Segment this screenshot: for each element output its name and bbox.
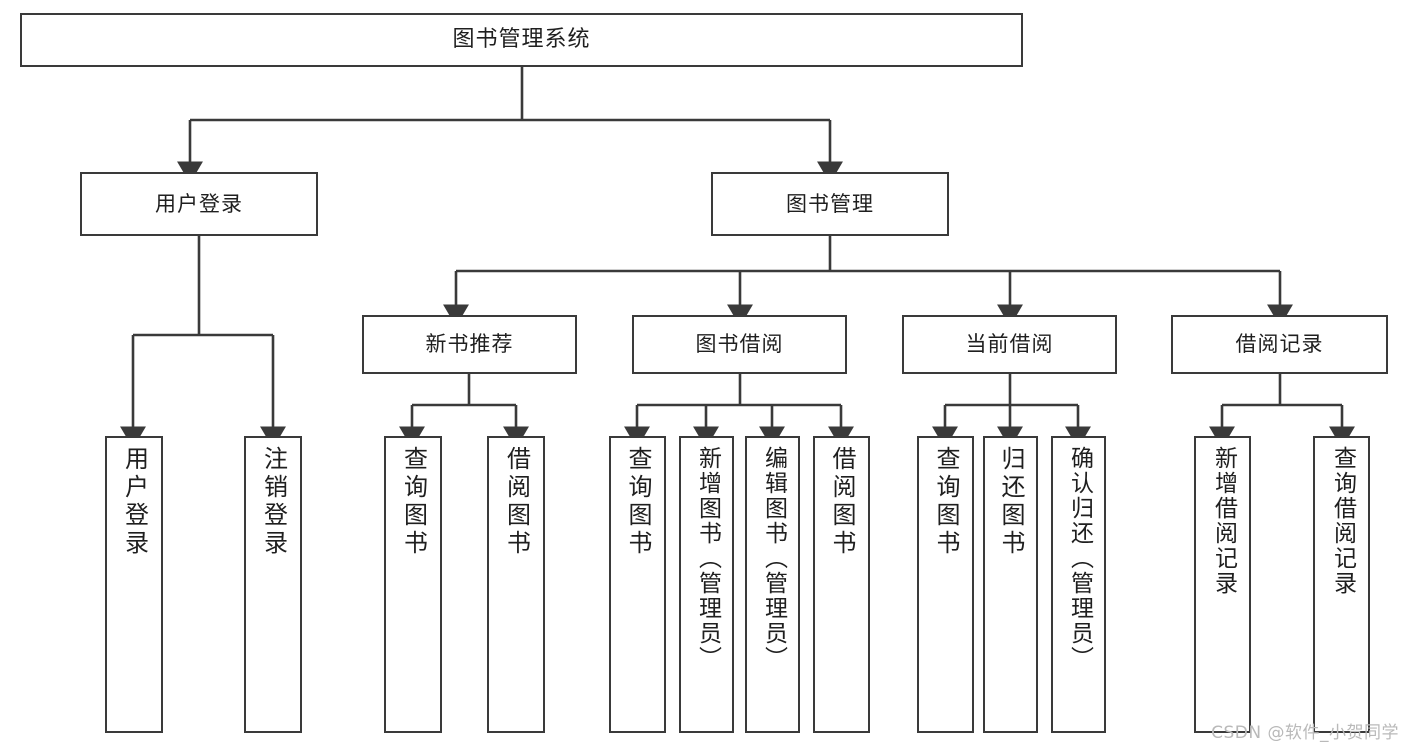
node-borrow-record[interactable]: 借阅记录 — [1171, 315, 1388, 374]
node-label: 借阅图书 — [502, 446, 531, 558]
leaf-query-book-current[interactable]: 查询图书 — [917, 436, 974, 733]
node-root-book-management-system[interactable]: 图书管理系统 — [20, 13, 1023, 67]
leaf-query-book-borrow[interactable]: 查询图书 — [609, 436, 666, 733]
leaf-query-book-recommendation[interactable]: 查询图书 — [384, 436, 442, 733]
node-label: 注销登录 — [259, 446, 288, 558]
leaf-logout[interactable]: 注销登录 — [244, 436, 302, 733]
node-label: 编辑图书（管理员） — [760, 446, 787, 671]
leaf-add-borrow-record[interactable]: 新增借阅记录 — [1194, 436, 1251, 733]
leaf-add-book-admin[interactable]: 新增图书（管理员） — [679, 436, 734, 733]
node-label: 借阅图书 — [827, 446, 856, 558]
node-label: 查询图书 — [399, 446, 428, 558]
leaf-edit-book-admin[interactable]: 编辑图书（管理员） — [745, 436, 800, 733]
node-label: 图书管理系统 — [452, 27, 591, 53]
leaf-user-login[interactable]: 用户登录 — [105, 436, 163, 733]
node-label: 当前借阅 — [965, 332, 1054, 357]
node-current-borrow[interactable]: 当前借阅 — [902, 315, 1117, 374]
node-label: 归还图书 — [996, 446, 1025, 558]
node-label: 新书推荐 — [425, 332, 514, 357]
node-label: 新增借阅记录 — [1210, 446, 1237, 596]
leaf-borrow-book-recommendation[interactable]: 借阅图书 — [487, 436, 545, 733]
node-label: 确认归还（管理员） — [1066, 446, 1093, 671]
node-new-book-recommendation[interactable]: 新书推荐 — [362, 315, 577, 374]
node-label: 查询图书 — [623, 446, 652, 558]
node-label: 用户登录 — [120, 446, 149, 558]
node-label: 借阅记录 — [1235, 332, 1324, 357]
node-user-login[interactable]: 用户登录 — [80, 172, 318, 236]
leaf-confirm-return-admin[interactable]: 确认归还（管理员） — [1051, 436, 1106, 733]
node-label: 查询借阅记录 — [1329, 446, 1356, 596]
node-label: 图书借阅 — [695, 332, 784, 357]
leaf-return-book[interactable]: 归还图书 — [983, 436, 1038, 733]
node-book-borrow[interactable]: 图书借阅 — [632, 315, 847, 374]
leaf-query-borrow-record[interactable]: 查询借阅记录 — [1313, 436, 1370, 733]
leaf-borrow-book[interactable]: 借阅图书 — [813, 436, 870, 733]
node-label: 用户登录 — [155, 191, 243, 216]
node-label: 查询图书 — [931, 446, 960, 558]
watermark-text: CSDN @软件_小贺同学 — [1211, 723, 1399, 743]
node-label: 新增图书（管理员） — [694, 446, 721, 671]
node-label: 图书管理 — [786, 191, 874, 216]
node-book-management[interactable]: 图书管理 — [711, 172, 949, 236]
